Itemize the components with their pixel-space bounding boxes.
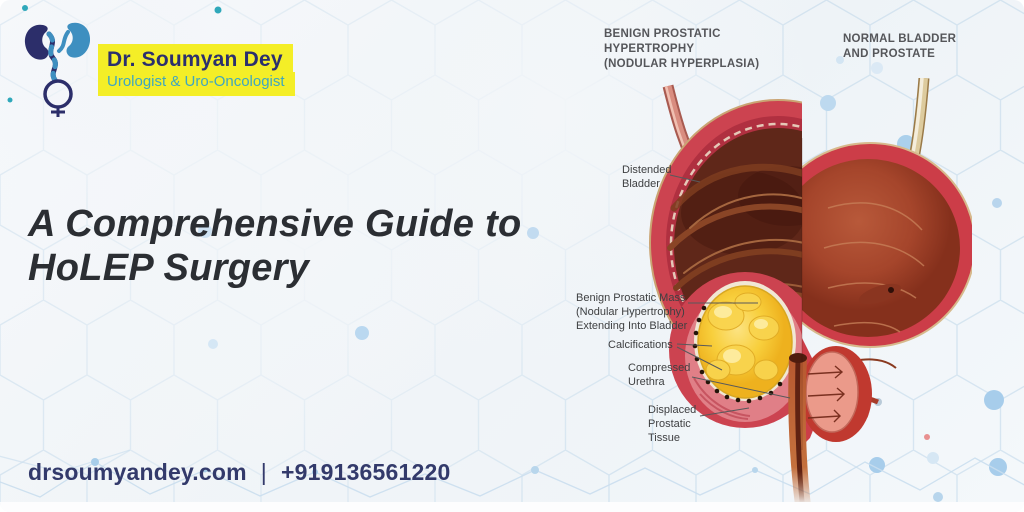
phone-text: +919136561220 [280, 459, 451, 485]
website-text: drsoumyandey.com [28, 459, 247, 485]
separator: | [260, 459, 267, 485]
label-distended-bladder: Distended Bladder [622, 164, 672, 191]
label-prostatic-mass: Benign Prostatic Mass (Nodular Hypertrop… [576, 292, 688, 333]
label-displaced-tissue: Displaced Prostatic Tissue [648, 404, 697, 445]
bottom-white-strip [0, 502, 1024, 512]
label-calcifications: Calcifications [608, 339, 673, 351]
page-title: A Comprehensive Guide to HoLEP Surgery [28, 203, 522, 290]
urethra [788, 353, 811, 506]
doctor-specialty: Urologist & Uro-Oncologist [98, 72, 295, 96]
urology-kidney-logo-icon [24, 22, 91, 117]
diagram-title-normal: NORMAL BLADDER AND PROSTATE [843, 33, 957, 61]
doctor-name: Dr. Soumyan Dey [98, 44, 293, 74]
network-band [0, 449, 1024, 498]
diagram-title-bph: BENIGN PROSTATIC HYPERTROPHY (NODULAR HY… [604, 28, 760, 71]
left-kidney-shape [24, 24, 49, 60]
right-kidney-shape [66, 22, 91, 58]
logo: Dr. Soumyan Dey Urologist & Uro-Oncologi… [22, 18, 295, 118]
label-compressed-urethra: Compressed Urethra [628, 362, 691, 389]
normal-bladder-half [802, 78, 972, 446]
contact-bar: drsoumyandey.com | +919136561220 [28, 459, 451, 486]
